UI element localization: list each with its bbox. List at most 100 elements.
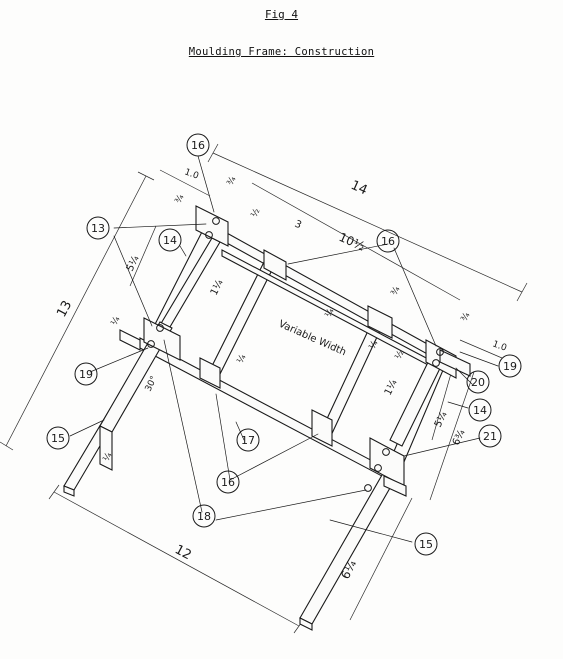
callout-16-bottom: 16: [216, 470, 240, 494]
screw-icon: [156, 324, 164, 332]
leader-lines: [69, 155, 499, 543]
dim-tick: [207, 143, 219, 163]
callout-16-mid: 16: [376, 229, 400, 253]
dim-tick: [516, 282, 528, 302]
dim-tick: [48, 484, 60, 500]
leader-20: [455, 367, 473, 385]
screw-icon: [432, 359, 440, 367]
dim-line-14: [212, 152, 523, 293]
blocks: [119, 205, 471, 497]
dim-quarter-inch-2: ¼: [110, 315, 123, 327]
dim-block-thickness-3: ¾: [460, 311, 473, 323]
corner-block-front-left: [143, 317, 181, 361]
leader-16-mid: [287, 243, 389, 265]
callout-17: 17: [236, 428, 260, 452]
front-right-leg-foot: [299, 617, 313, 631]
dim-line-1-left: [159, 169, 211, 197]
dim-rail-gap: 10½: [337, 230, 367, 254]
spacer-block-2: [367, 305, 393, 339]
screw-icon: [382, 448, 390, 456]
callout-17-label: 17: [241, 434, 255, 447]
dim-line-6-three-quarter: [429, 371, 475, 501]
legs: [63, 237, 447, 631]
leader-16-right: [393, 247, 437, 347]
end-block-right: [439, 349, 471, 377]
dim-overall-depth: 13: [54, 298, 75, 320]
callout-14-right-label: 14: [473, 404, 487, 417]
dim-half-inch-2: ½: [394, 349, 407, 361]
dim-leg-height-right: 6¾: [451, 428, 468, 448]
spacer-block-1: [263, 249, 287, 281]
callout-19-right: 19: [498, 354, 522, 378]
leader-21: [403, 437, 481, 457]
figure-title: Moulding Frame: Construction: [188, 46, 375, 58]
callout-21-label: 21: [483, 430, 497, 443]
dim-line-12: [53, 491, 300, 627]
dim-line-10-half: [251, 182, 461, 301]
callout-14-left: 14: [158, 228, 182, 252]
variable-width-label: Variable Width: [277, 319, 348, 359]
leader-17: [235, 421, 245, 441]
spacer-block-4: [311, 409, 333, 447]
callout-14-right: 14: [468, 398, 492, 422]
dim-block-thickness: ¾: [226, 175, 239, 187]
screw-icon: [374, 464, 382, 472]
callouts: 13 14 14 15 15 16: [46, 133, 522, 556]
dim-quarter-inch-4: ¼: [236, 353, 249, 365]
screw-icon: [364, 484, 372, 492]
callout-16-top-label: 16: [191, 139, 205, 152]
dim-rail-height-left: 5¼: [124, 253, 142, 273]
callout-13: 13: [86, 216, 110, 240]
screws: [147, 217, 444, 492]
leader-16-top: [197, 155, 215, 213]
leader-18b: [215, 489, 367, 521]
screw-icon: [205, 231, 213, 239]
dim-quarter-inch-5: ¼: [102, 451, 115, 463]
callout-18: 18: [192, 504, 216, 528]
dim-line-1-right: [459, 339, 503, 359]
callout-15-right: 15: [414, 532, 438, 556]
figure-label: Fig 4: [264, 8, 299, 21]
dim-angle: 30°: [144, 375, 160, 394]
dim-cross-gap: 3: [293, 219, 303, 232]
dim-leg-offset-2: 1¼: [382, 377, 400, 397]
dim-tick: [137, 171, 155, 181]
leader-13b: [113, 235, 153, 327]
callout-16-bottom-label: 16: [221, 476, 235, 489]
leader-15-left: [69, 419, 105, 437]
front-right-leg: [299, 467, 399, 625]
screw-icon: [212, 217, 220, 225]
dim-base-length: 12: [172, 542, 194, 563]
screw-icon: [147, 340, 155, 348]
leader-14-right: [447, 401, 469, 409]
foot-block-right: [383, 475, 407, 497]
leader-14-left: [179, 245, 187, 257]
callout-16-mid-label: 16: [381, 235, 395, 248]
callout-18-label: 18: [197, 510, 211, 523]
callout-13-label: 13: [91, 222, 105, 235]
dim-quarter-inch: ¼: [324, 307, 337, 319]
leader-19-right: [459, 351, 499, 367]
leader-19-left: [89, 347, 149, 373]
dim-block-thickness-2: ¾: [390, 285, 403, 297]
dim-tick: [0, 441, 14, 451]
corner-block-back-left: [195, 205, 229, 247]
callout-15-left-label: 15: [51, 432, 65, 445]
dim-line-13: [5, 175, 147, 447]
dim-end-margin-right: 1.0: [491, 339, 508, 353]
spacer-block-3: [199, 357, 221, 389]
callout-20-label: 20: [471, 376, 485, 389]
leader-16-bottom-b: [229, 433, 319, 481]
leader-16-bottom: [215, 393, 231, 481]
dim-quarter-inch-3: ¼: [368, 339, 381, 351]
end-block-left: [119, 329, 141, 351]
callout-19-left: 19: [74, 362, 98, 386]
dim-half-inch: ½: [250, 207, 263, 219]
leader-15-right: [329, 519, 413, 543]
dimension-lines: [0, 143, 528, 634]
leader-18: [163, 339, 203, 513]
front-left-leg-lower: [99, 425, 113, 471]
callout-15-right-label: 15: [419, 538, 433, 551]
